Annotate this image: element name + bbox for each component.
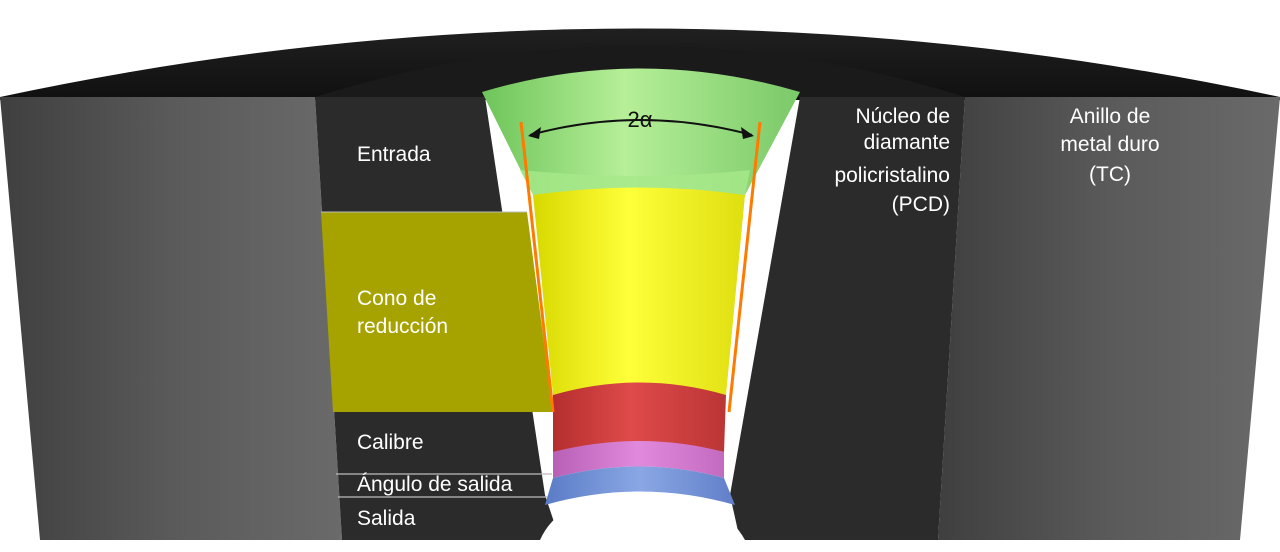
back-relief-zone [553, 441, 724, 478]
ring-right [938, 97, 1280, 540]
label-entrada: Entrada [357, 143, 431, 166]
core-right [730, 97, 965, 540]
label-cono-line2: reducción [357, 315, 449, 338]
angle-arrow-right [741, 127, 754, 139]
label-pcd-line4: (PCD) [891, 193, 950, 216]
label-salida: Salida [357, 507, 416, 530]
ring-left [0, 97, 342, 540]
bearing-zone [553, 382, 726, 452]
entrance-zone [482, 68, 800, 200]
angle-label: 2α [627, 107, 653, 132]
label-pcd-line3: policristalino [834, 164, 950, 187]
exit-zone [545, 466, 735, 505]
label-tc-line1: Anillo de [1069, 105, 1151, 128]
label-calibre: Calibre [357, 431, 424, 454]
angle-arc [529, 119, 753, 136]
reduction-zone [533, 187, 745, 395]
angle-arrow-left [528, 127, 541, 139]
label-angulo: Ángulo de salida [357, 473, 513, 496]
label-cono-line1: Cono de [357, 287, 437, 310]
label-tc-line2: metal duro [1060, 133, 1160, 156]
reduction-band [321, 212, 553, 412]
angle-line-left [519, 121, 555, 413]
label-pcd-line2: diamante [863, 131, 950, 154]
angle-line-right [727, 121, 762, 413]
exit-hole [540, 488, 745, 540]
label-pcd-line1: Núcleo de [855, 105, 950, 128]
label-tc-line3: (TC) [1089, 163, 1131, 186]
